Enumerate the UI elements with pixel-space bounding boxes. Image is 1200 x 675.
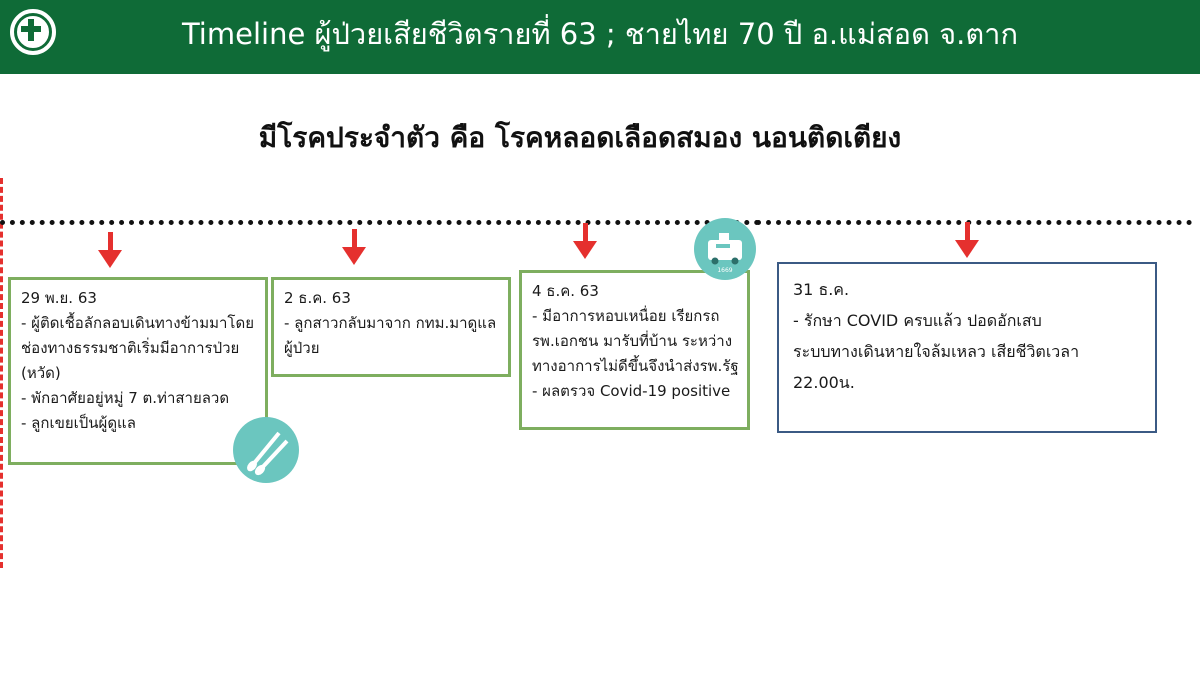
- event-date: 2 ธ.ค. 63: [284, 289, 351, 307]
- event-date: 4 ธ.ค. 63: [532, 282, 599, 300]
- event-card-dec-2: 2 ธ.ค. 63 - ลูกสาวกลับมาจาก กทม.มาดูแล ผ…: [271, 277, 511, 377]
- arrow-down-icon: [342, 229, 366, 265]
- event-date: 31 ธ.ค.: [793, 280, 850, 299]
- event-line: - ผลตรวจ Covid-19 positive: [532, 382, 731, 400]
- event-line: - ลูกสาวกลับมาจาก กทม.มาดูแล: [284, 314, 497, 332]
- ministry-logo-icon: [8, 7, 58, 57]
- subtitle: มีโรคประจำตัว คือ โรคหลอดเลือดสมอง นอนติ…: [258, 121, 902, 154]
- event-line: ระบบทางเดินหายใจล้มเหลว เสียชีวิตเวลา: [793, 342, 1080, 361]
- event-line: - พักอาศัยอยู่หมู่ 7 ต.ท่าสายลวด: [21, 389, 230, 407]
- arrow-down-icon: [98, 232, 122, 268]
- nasal-swab-icon: [233, 417, 299, 483]
- event-card-dec-4: 4 ธ.ค. 63 - มีอาการหอบเหนื่อย เรียกรถ รพ…: [519, 270, 750, 430]
- event-line: - ลูกเขยเป็นผู้ดูแล: [21, 414, 136, 432]
- event-line: รพ.เอกชน มารับที่บ้าน ระหว่าง: [532, 332, 733, 350]
- event-card-nov-29: 29 พ.ย. 63 - ผู้ติดเชื้อลักลอบเดินทางข้า…: [8, 277, 268, 465]
- event-date: 29 พ.ย. 63: [21, 289, 97, 307]
- page-title: Timeline ผู้ป่วยเสียชีวิตรายที่ 63 ; ชาย…: [181, 17, 1018, 51]
- timeline-dotted-line: [0, 220, 760, 225]
- ambulance-label: 1669: [717, 267, 732, 274]
- ambulance-icon: 1669: [694, 218, 756, 280]
- event-line: ทางอาการไม่ดีขึ้นจึงนำส่งรพ.รัฐ: [532, 357, 739, 375]
- event-line: (หวัด): [21, 364, 61, 382]
- timeline-start-dashed-line: [0, 178, 3, 568]
- timeline-dotted-line-continued: [756, 220, 1192, 225]
- event-line: 22.00น.: [793, 373, 855, 392]
- event-line: ผู้ป่วย: [284, 339, 320, 357]
- arrow-down-icon: [955, 222, 979, 258]
- event-card-dec-31: 31 ธ.ค. - รักษา COVID ครบแล้ว ปอดอักเสบ …: [777, 262, 1157, 433]
- header-bar: Timeline ผู้ป่วยเสียชีวิตรายที่ 63 ; ชาย…: [0, 0, 1200, 74]
- event-line: - รักษา COVID ครบแล้ว ปอดอักเสบ: [793, 311, 1042, 330]
- arrow-down-icon: [573, 223, 597, 259]
- event-line: ช่องทางธรรมชาติเริ่มมีอาการป่วย: [21, 339, 240, 357]
- event-line: - ผู้ติดเชื้อลักลอบเดินทางข้ามมาโดย: [21, 314, 254, 332]
- event-line: - มีอาการหอบเหนื่อย เรียกรถ: [532, 307, 720, 325]
